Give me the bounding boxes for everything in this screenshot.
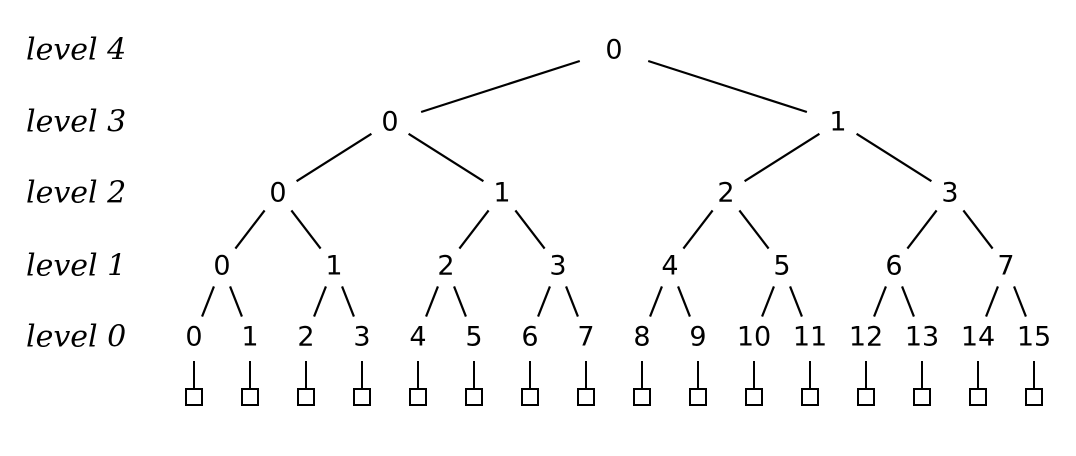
tree-node-label: 6 (521, 322, 538, 353)
tree-node-label: 2 (437, 251, 454, 282)
tree-node-label: 2 (297, 322, 314, 353)
tree-edge (407, 132, 485, 183)
tree-node-label: 5 (465, 322, 482, 353)
leaf-boxes (185, 361, 1043, 406)
tree-edge (565, 286, 579, 317)
tree-node-label: 0 (185, 322, 202, 353)
tree-edge (341, 286, 355, 317)
tree-edge (234, 209, 266, 250)
tree-edge (682, 209, 714, 250)
tree-edge (789, 286, 803, 317)
tree-edge (906, 209, 938, 250)
tree-edge (453, 286, 467, 317)
level-labels: level 4 level 3 level 2 level 1 level 0 (26, 33, 126, 355)
tree-edge (313, 286, 327, 317)
tree-edge (295, 132, 373, 183)
tree-node-label: 1 (829, 107, 846, 138)
tree-edge (537, 286, 551, 317)
tree-edge (901, 286, 915, 317)
tree-node-label: 3 (549, 251, 566, 282)
leaf-box (521, 388, 539, 406)
tree-edges (201, 59, 1027, 317)
tree-node-label: 11 (793, 322, 827, 353)
leaf-box (745, 388, 763, 406)
tree-edge (458, 209, 490, 250)
leaf-box (857, 388, 875, 406)
tree-edge (425, 286, 439, 317)
tree-node-label: 2 (717, 178, 734, 209)
tree-node-label: 14 (961, 322, 995, 353)
tree-node-label: 1 (241, 322, 258, 353)
leaf-box (801, 388, 819, 406)
tree-edge (985, 286, 999, 317)
tree-node-label: 9 (689, 322, 706, 353)
leaf-box (185, 388, 203, 406)
tree-node-label: 12 (849, 322, 883, 353)
leaf-box (241, 388, 259, 406)
tree-edge (290, 209, 322, 250)
tree-node-label: 5 (773, 251, 790, 282)
tree-node-label: 3 (353, 322, 370, 353)
leaf-box (633, 388, 651, 406)
tree-edge (761, 286, 775, 317)
tree-node-label: 0 (605, 35, 622, 66)
tree-node-label: 4 (409, 322, 426, 353)
leaf-box (913, 388, 931, 406)
tree-node-label: 0 (213, 251, 230, 282)
tree-edge (229, 286, 243, 317)
tree-edge (855, 132, 933, 183)
tree-edge (743, 132, 821, 183)
tree-edge (738, 209, 770, 250)
leaf-box (465, 388, 483, 406)
level-label: level 4 (26, 33, 126, 68)
level-label: level 2 (26, 176, 126, 211)
leaf-box (969, 388, 987, 406)
leaf-box (297, 388, 315, 406)
tree-node-label: 10 (737, 322, 771, 353)
tree-node-label: 1 (325, 251, 342, 282)
level-label: level 3 (26, 105, 126, 140)
tree-node-label: 15 (1017, 322, 1051, 353)
tree-node-label: 8 (633, 322, 650, 353)
leaf-box (689, 388, 707, 406)
leaf-box (353, 388, 371, 406)
tree-edge (420, 59, 581, 114)
tree-edge (873, 286, 887, 317)
tree-node-label: 0 (269, 178, 286, 209)
tree-edge (962, 209, 994, 250)
tree-edge (514, 209, 546, 250)
tree-node-label: 3 (941, 178, 958, 209)
tree-node-label: 13 (905, 322, 939, 353)
leaf-box (577, 388, 595, 406)
tree-node-label: 6 (885, 251, 902, 282)
leaf-box (409, 388, 427, 406)
tree-edge (647, 59, 808, 114)
tree-edge (1013, 286, 1027, 317)
tree-edge (677, 286, 691, 317)
tree-node-label: 1 (493, 178, 510, 209)
tree-edge (649, 286, 663, 317)
tree-edge (201, 286, 215, 317)
tree-node-label: 7 (997, 251, 1014, 282)
level-label: level 1 (26, 249, 126, 284)
leaf-box (1025, 388, 1043, 406)
tree-node-label: 0 (381, 107, 398, 138)
level-label: level 0 (26, 320, 126, 355)
tree-node-label: 7 (577, 322, 594, 353)
tree-node-label: 4 (661, 251, 678, 282)
